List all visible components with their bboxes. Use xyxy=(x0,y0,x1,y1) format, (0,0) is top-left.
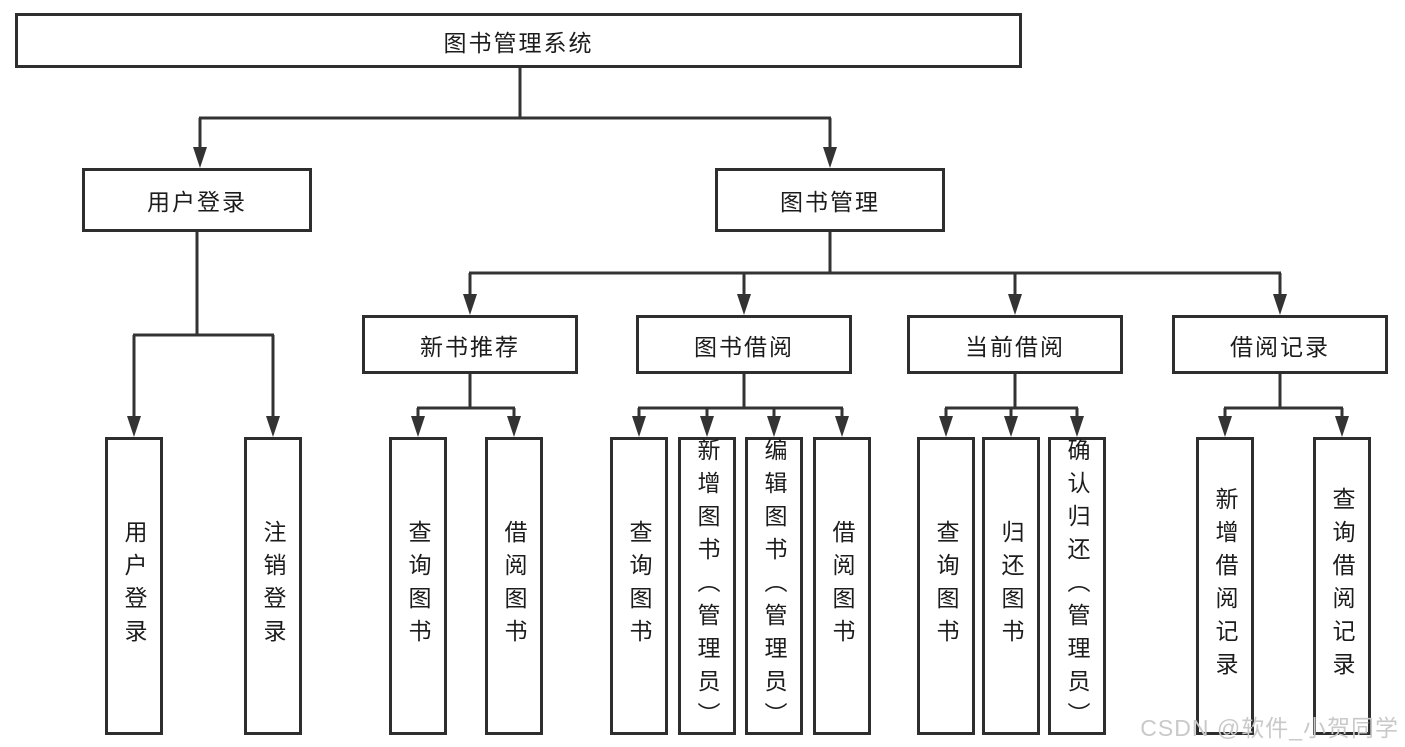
leaf-label: 归还图书 xyxy=(998,520,1024,652)
node-borrowing-records: 借阅记录 xyxy=(1172,315,1388,374)
node-current-borrowing: 当前借阅 xyxy=(907,315,1123,374)
node-edit-books-admin: 编辑图书（管理员） xyxy=(745,437,803,735)
leaf-label: 用户登录 xyxy=(121,520,147,652)
node-add-borrow-record: 新增借阅记录 xyxy=(1196,437,1254,735)
leaf-label: 查询借阅记录 xyxy=(1329,487,1355,685)
node-add-books-admin: 新增图书（管理员） xyxy=(678,437,736,735)
node-return-books: 归还图书 xyxy=(982,437,1040,735)
node-user-login-leaf: 用户登录 xyxy=(105,437,163,735)
node-new-book-recommendation: 新书推荐 xyxy=(362,315,578,374)
arrowheads xyxy=(127,147,1349,437)
node-book-borrowing: 图书借阅 xyxy=(636,315,852,374)
node-query-borrow-record: 查询借阅记录 xyxy=(1313,437,1371,735)
node-query-books-current: 查询图书 xyxy=(917,437,975,735)
leaf-label: 查询图书 xyxy=(405,520,431,652)
leaf-label: 查询图书 xyxy=(626,520,652,652)
node-borrow-books-recommend: 借阅图书 xyxy=(485,437,543,735)
leaf-label: 借阅图书 xyxy=(501,520,527,652)
node-library-management-system: 图书管理系统 xyxy=(15,13,1022,68)
leaf-label: 确认归还（管理员） xyxy=(1064,437,1090,735)
node-confirm-return-admin: 确认归还（管理员） xyxy=(1048,437,1106,735)
node-user-login: 用户登录 xyxy=(82,168,312,232)
leaf-label: 编辑图书（管理员） xyxy=(761,437,787,735)
leaf-label: 查询图书 xyxy=(933,520,959,652)
leaf-label: 注销登录 xyxy=(260,520,286,652)
leaf-label: 新增借阅记录 xyxy=(1212,487,1238,685)
node-logout: 注销登录 xyxy=(244,437,302,735)
node-query-books-recommend: 查询图书 xyxy=(389,437,447,735)
leaf-label: 新增图书（管理员） xyxy=(694,437,720,735)
node-book-management: 图书管理 xyxy=(715,168,945,232)
node-query-books-borrowing: 查询图书 xyxy=(610,437,668,735)
leaf-label: 借阅图书 xyxy=(829,520,855,652)
node-borrow-books-borrowing: 借阅图书 xyxy=(813,437,871,735)
